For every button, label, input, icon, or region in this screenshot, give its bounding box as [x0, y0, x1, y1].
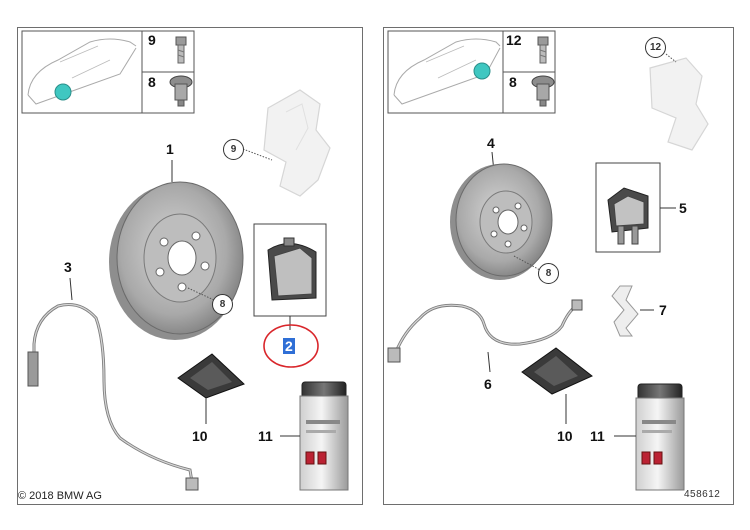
- left-bolt-part: [175, 36, 187, 64]
- callout-right-screw[interactable]: 8: [509, 74, 517, 90]
- pads-highlight-ring: [263, 324, 319, 368]
- left-vehicle-inset: [21, 30, 195, 114]
- left-wear-sensor: [27, 277, 199, 491]
- right-spray-can: [614, 383, 685, 491]
- left-cleaning-cloth: [177, 353, 245, 424]
- callout-left-disc[interactable]: 1: [166, 141, 174, 157]
- right-brake-pads: [595, 162, 676, 253]
- right-bolt-part: [537, 36, 549, 64]
- callout-right-cloth[interactable]: 10: [557, 428, 573, 444]
- callout-left-bolt[interactable]: 9: [148, 32, 156, 48]
- callout-right-screw-ref[interactable]: 8: [538, 263, 559, 284]
- callout-right-pads[interactable]: 5: [679, 200, 687, 216]
- callout-left-pads[interactable]: 2: [283, 338, 295, 354]
- right-retaining-clip: [611, 285, 654, 337]
- diagram-id: 458612: [684, 489, 721, 500]
- callout-right-disc[interactable]: 4: [487, 135, 495, 151]
- callout-left-cloth[interactable]: 10: [192, 428, 208, 444]
- left-brake-disc: [109, 160, 244, 340]
- copyright-text: © 2018 BMW AG: [18, 490, 102, 502]
- callout-right-bolt[interactable]: 12: [506, 32, 522, 48]
- left-screw-part: [169, 75, 193, 107]
- right-vehicle-inset: [387, 30, 556, 114]
- right-brake-disc: [450, 151, 553, 280]
- callout-left-screw[interactable]: 8: [148, 74, 156, 90]
- right-screw-part: [531, 75, 555, 107]
- callout-left-sensor[interactable]: 3: [64, 259, 72, 275]
- callout-right-clip[interactable]: 7: [659, 302, 667, 318]
- callout-left-caliper-ref[interactable]: 9: [223, 139, 244, 160]
- callout-left-spray[interactable]: 11: [258, 428, 273, 444]
- callout-right-caliper-ref[interactable]: 12: [645, 37, 666, 58]
- left-spray-can: [280, 381, 349, 491]
- right-wear-sensor: [387, 299, 583, 373]
- left-caliper-ghost: [263, 89, 331, 197]
- callout-right-spray[interactable]: 11: [590, 428, 605, 444]
- callout-left-screw-ref[interactable]: 8: [212, 294, 233, 315]
- callout-left-pads-selected: 2: [283, 338, 295, 354]
- callout-right-sensor[interactable]: 6: [484, 376, 492, 392]
- right-cleaning-cloth: [521, 347, 593, 424]
- right-caliper-ghost: [649, 57, 709, 151]
- left-brake-pads: [253, 223, 327, 330]
